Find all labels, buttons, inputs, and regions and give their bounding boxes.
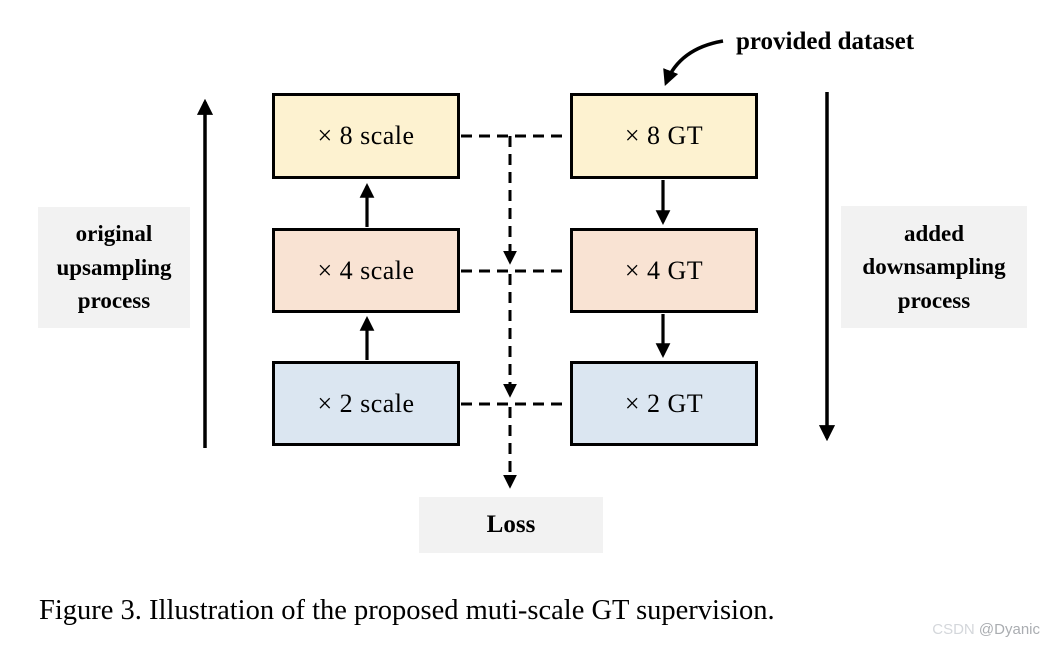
provided-dataset-label: provided dataset: [736, 28, 915, 55]
watermark-user: @Dyanic: [978, 621, 1040, 638]
scale8-box: × 8 scale: [272, 93, 460, 179]
figure-caption: Figure 3. Illustration of the proposed m…: [39, 595, 775, 626]
watermark: CSDN @Dyanic: [932, 621, 1040, 638]
added-downsampling-label: added downsampling process: [841, 206, 1027, 328]
gt2-box: × 2 GT: [570, 361, 758, 446]
provided-dataset-arrow: [663, 39, 724, 86]
scale2-box: × 2 scale: [272, 361, 460, 446]
gt4-box: × 4 GT: [570, 228, 758, 313]
original-upsampling-label: original upsampling process: [38, 207, 190, 328]
scale4-box: × 4 scale: [272, 228, 460, 313]
watermark-site: CSDN: [932, 621, 979, 638]
gt8-box: × 8 GT: [570, 93, 758, 179]
loss-box: Loss: [419, 497, 603, 553]
